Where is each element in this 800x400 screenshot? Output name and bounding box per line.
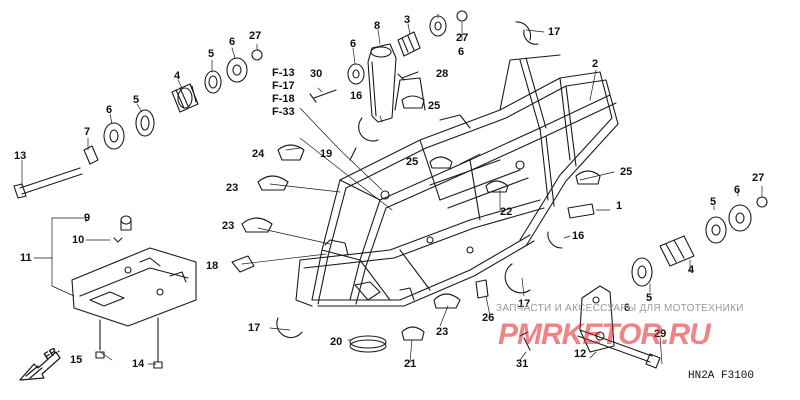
- label-part-12: 12: [574, 348, 587, 360]
- label-part-23: 23: [436, 326, 449, 338]
- label-part-6: 6: [229, 36, 236, 48]
- label-part-25: 25: [428, 100, 441, 112]
- ref-code: F-33: [272, 106, 295, 118]
- misc-parts: [231, 29, 768, 369]
- label-part-10: 10: [72, 234, 85, 246]
- label-part-11: 11: [20, 252, 32, 264]
- label-part-28: 28: [436, 68, 449, 80]
- label-part-5: 5: [133, 94, 140, 106]
- label-part-31: 31: [516, 358, 529, 370]
- label-part-17: 17: [548, 26, 561, 38]
- label-part-25: 25: [406, 156, 419, 168]
- label-part-6: 6: [734, 184, 741, 196]
- diagram-code: HN2A F3100: [688, 370, 755, 382]
- label-part-27: 27: [752, 172, 765, 184]
- ref-code: F-13: [272, 67, 295, 79]
- label-part-23: 23: [222, 220, 235, 232]
- label-part-4: 4: [688, 264, 695, 276]
- label-part-20: 20: [330, 336, 343, 348]
- label-part-29: 29: [654, 328, 667, 340]
- label-part-8: 8: [374, 20, 381, 32]
- label-part-23: 23: [226, 182, 239, 194]
- leader-lines: [21, 13, 763, 365]
- label-part-30: 30: [310, 68, 323, 80]
- reference-codes: F-13 F-17 F-18 F-33: [272, 67, 295, 119]
- label-part-5: 5: [646, 292, 653, 304]
- wire-clamps: [241, 95, 601, 233]
- label-part-5: 5: [710, 196, 717, 208]
- label-part-7: 7: [84, 126, 91, 138]
- label-part-6: 6: [624, 302, 631, 314]
- label-part-22: 22: [500, 206, 513, 218]
- label-part-2: 2: [592, 58, 599, 70]
- label-part-24: 24: [252, 148, 265, 160]
- ref-code: F-18: [272, 93, 295, 105]
- label-part-13: 13: [14, 150, 27, 162]
- rear-stay-bracket: [367, 43, 397, 123]
- left-bushing-stack: [13, 49, 263, 199]
- top-middle-parts: [309, 10, 468, 103]
- watermark-text: ЗАПЧАСТИ И АКСЕССУАРЫ ДЛЯ МОТОТЕХНИКИ: [496, 303, 744, 314]
- label-part-9: 9: [84, 212, 91, 224]
- label-part-6: 6: [350, 38, 357, 50]
- label-part-14: 14: [132, 358, 145, 370]
- label-part-3: 3: [404, 14, 411, 26]
- label-part-25: 25: [620, 166, 633, 178]
- label-part-27: 27: [456, 32, 469, 44]
- fr-arrow-icon: [19, 351, 61, 381]
- watermark-logo: PMRKETOR.RU: [498, 318, 711, 351]
- label-part-19: 19: [320, 148, 333, 160]
- label-part-18: 18: [206, 260, 219, 272]
- label-part-27: 27: [249, 30, 262, 42]
- label-part-26: 26: [482, 312, 495, 324]
- label-part-4: 4: [174, 70, 181, 82]
- label-part-15: 15: [70, 354, 83, 366]
- label-part-1: 1: [616, 200, 623, 212]
- label-part-21: 21: [404, 358, 417, 370]
- arc-clips: [276, 21, 563, 339]
- label-part-17: 17: [518, 298, 531, 310]
- label-part-5: 5: [208, 48, 215, 60]
- skid-plate: [71, 215, 197, 369]
- label-part-16: 16: [572, 230, 585, 242]
- label-part-16: 16: [350, 90, 363, 102]
- label-part-6: 6: [106, 104, 113, 116]
- label-part-17: 17: [248, 322, 261, 334]
- ref-code: F-17: [272, 80, 295, 92]
- main-frame: [295, 54, 619, 307]
- label-part-6: 6: [458, 46, 465, 58]
